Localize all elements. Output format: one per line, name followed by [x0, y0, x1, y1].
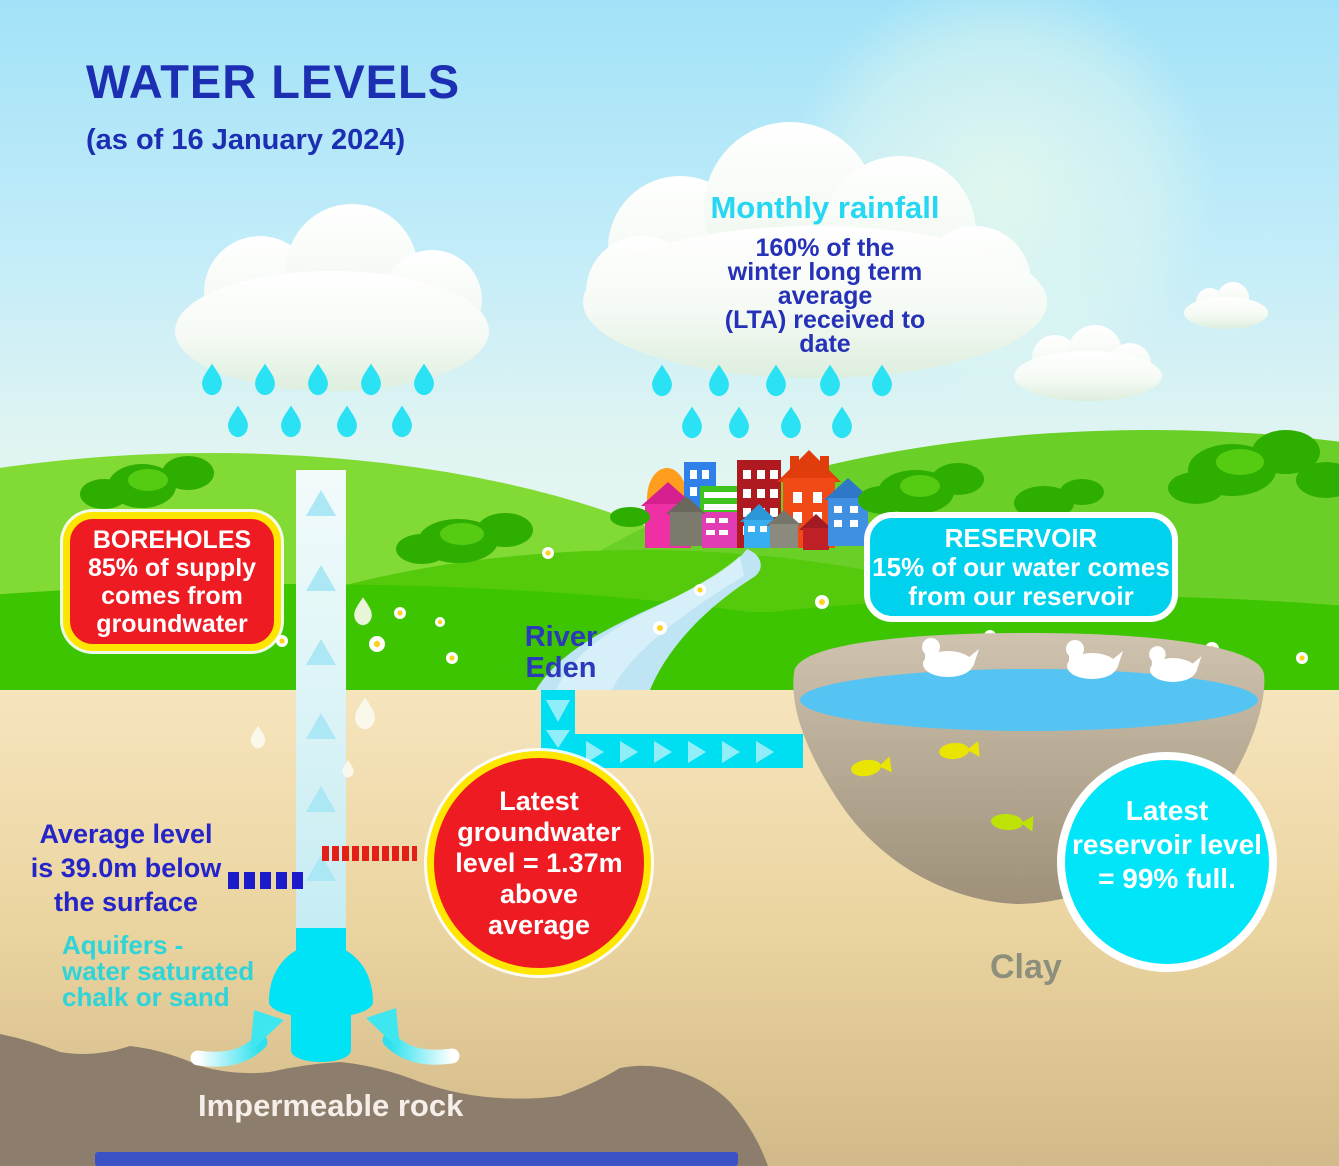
reservoir-level-badge: Latest reservoir level = 99% full.	[1057, 752, 1277, 972]
impermeable-rock-label: Impermeable rock	[198, 1088, 464, 1123]
fish-icon	[851, 740, 1034, 832]
aquifers-label: Aquifers - water saturated chalk or sand	[62, 930, 255, 1012]
page-title: WATER LEVELS	[86, 55, 461, 108]
latest-level-dashed-line	[322, 846, 417, 861]
average-level-label: Average level is 39.0m below the surface	[30, 819, 222, 917]
duck-icon	[922, 638, 1202, 682]
clay-label: Clay	[990, 948, 1062, 986]
impermeable-rock	[0, 1034, 768, 1166]
up-arrow-icon	[306, 490, 336, 881]
cloud-icon	[1014, 325, 1162, 401]
average-level-dashed-line	[228, 872, 307, 889]
reservoir-callout: RESERVOIR 15% of our water comes from ou…	[864, 512, 1178, 622]
river-eden-label: River Eden	[524, 621, 598, 684]
bottom-blue-bar	[95, 1152, 738, 1166]
page-date: (as of 16 January 2024)	[86, 124, 406, 156]
borehole-funnel	[269, 942, 373, 1062]
cloud-icon	[1184, 282, 1268, 329]
reservoir-water	[800, 669, 1258, 731]
cloud-icon	[175, 204, 489, 391]
borehole-pipe	[269, 470, 373, 1062]
boreholes-callout: BOREHOLES 85% of supply comes from groun…	[63, 512, 281, 651]
monthly-rainfall-heading: Monthly rainfall	[710, 190, 940, 225]
swoosh-arrow-icon	[190, 1008, 460, 1067]
monthly-rainfall-value: 160% of the winter long term average (LT…	[724, 234, 926, 358]
groundwater-level-badge: Latest groundwater level = 1.37m above a…	[427, 751, 651, 975]
bush-icon	[80, 430, 1339, 564]
cloud-icon	[583, 122, 1047, 378]
